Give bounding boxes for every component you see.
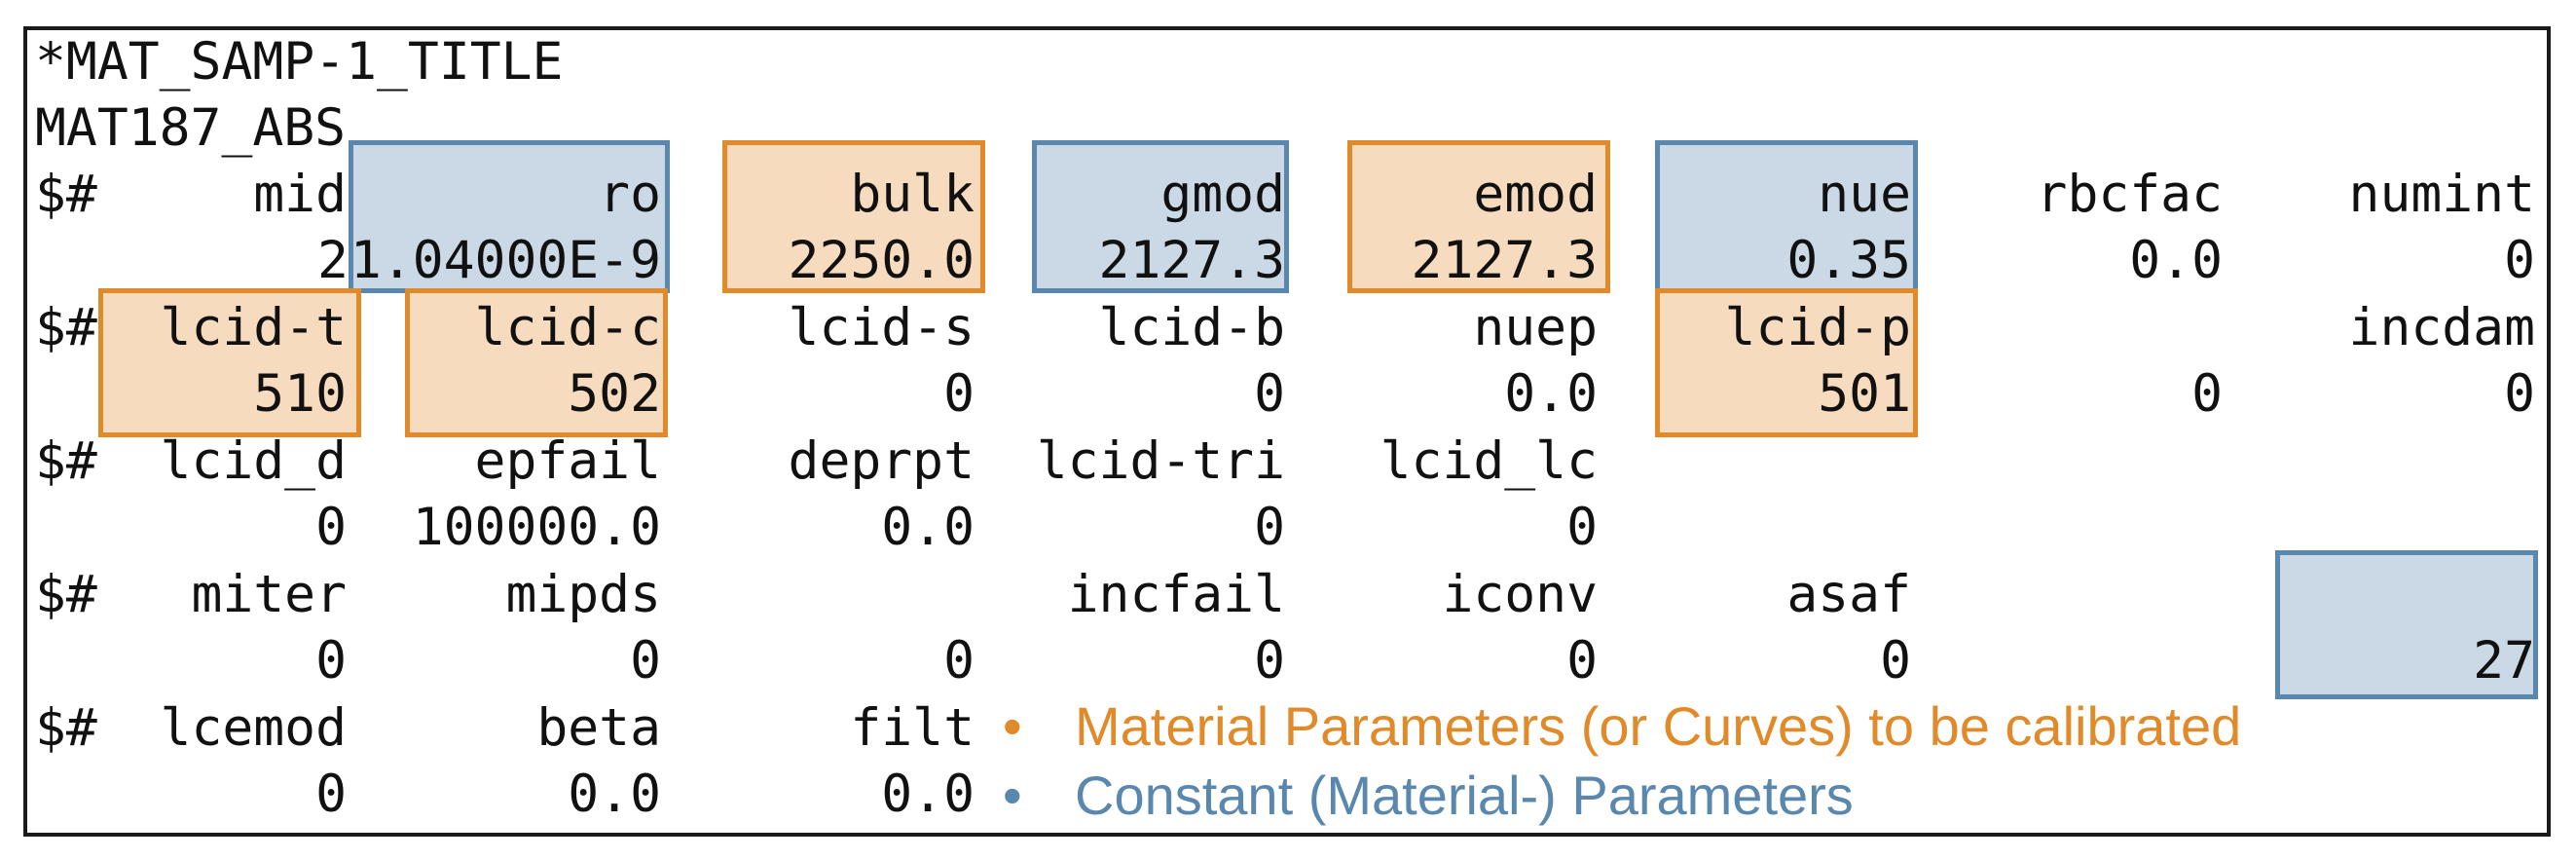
label-miter: miter [191, 565, 347, 624]
label-mid: mid [253, 165, 347, 224]
value-numint: 0 [2504, 231, 2535, 290]
value-miter: 0 [315, 631, 347, 691]
label-iconv: iconv [1442, 565, 1598, 624]
label-deprpt: deprpt [788, 431, 975, 491]
highlight-bulk [722, 140, 985, 293]
value-beta: 0.0 [568, 765, 661, 824]
label-incdam: incdam [2348, 298, 2535, 357]
value-lcid-c: 502 [568, 364, 661, 424]
value-lcid-lc: 0 [1566, 498, 1598, 557]
highlight-lcid-t [98, 288, 361, 437]
value-filt: 0.0 [881, 765, 975, 824]
comment-marker: $# [35, 431, 97, 491]
label-epfail: epfail [474, 431, 661, 491]
label-mipds: mipds [505, 565, 661, 624]
value-incfail: 0 [1254, 631, 1285, 691]
label-gmod: gmod [1160, 165, 1285, 224]
label-numint: numint [2348, 165, 2535, 224]
legend-constant-text: Constant (Material-) Parameters [1075, 765, 1854, 826]
value-asaf: 0 [1880, 631, 1911, 691]
label-lcid-s: lcid-s [788, 298, 975, 357]
value-lcid-b: 0 [1254, 364, 1285, 424]
value-epfail: 100000.0 [412, 498, 661, 557]
value-col3: 0 [943, 631, 975, 691]
value-deprpt: 0.0 [881, 498, 975, 557]
label-nuep: nuep [1473, 298, 1598, 357]
label-filt: filt [850, 698, 975, 758]
label-lcid-lc: lcid_lc [1380, 431, 1598, 491]
highlight-nue [1655, 140, 1918, 293]
label-lcid-t: lcid-t [160, 298, 347, 357]
value-lcid-p: 501 [1818, 364, 1911, 424]
value-lcid-tri: 0 [1254, 498, 1285, 557]
keyword-card-frame [23, 26, 2551, 837]
value-lcid-t: 510 [253, 364, 347, 424]
label-emod: emod [1473, 165, 1598, 224]
highlight-emod [1347, 140, 1610, 293]
value-gmod: 2127.3 [1098, 231, 1285, 290]
highlight-lcid-p [1655, 288, 1918, 437]
label-ro: ro [599, 165, 661, 224]
label-lcid-c: lcid-c [474, 298, 661, 357]
value-ro: 1.04000E-9 [350, 231, 661, 290]
keyword-title: *MAT_SAMP-1_TITLE [35, 32, 564, 92]
value-emod: 2127.3 [1411, 231, 1598, 290]
comment-marker: $# [35, 165, 97, 224]
value-col7: 0 [2191, 364, 2223, 424]
value-lcid-d: 0 [315, 498, 347, 557]
comment-marker: $# [35, 698, 97, 758]
label-beta: beta [536, 698, 661, 758]
comment-marker: $# [35, 298, 97, 357]
highlight-lcid-c [405, 288, 668, 437]
value-bulk: 2250.0 [788, 231, 975, 290]
value-iconv: 0 [1566, 631, 1598, 691]
value-lcemod: 0 [315, 765, 347, 824]
label-nue: nue [1818, 165, 1911, 224]
label-lcemod: lcemod [160, 698, 347, 758]
label-incfail: incfail [1067, 565, 1285, 624]
legend-calibrated-text: Material Parameters (or Curves) to be ca… [1075, 695, 2242, 757]
label-lcid-d: lcid_d [160, 431, 347, 491]
label-lcid-p: lcid-p [1724, 298, 1911, 357]
value-mipds: 0 [630, 631, 661, 691]
value-lcid-s: 0 [943, 364, 975, 424]
label-bulk: bulk [850, 165, 975, 224]
label-asaf: asaf [1786, 565, 1911, 624]
value-incdam: 0 [2504, 364, 2535, 424]
legend-constant-bullet: • [1003, 765, 1022, 826]
value-mid: 2 [317, 231, 349, 290]
label-lcid-tri: lcid-tri [1036, 431, 1285, 491]
highlight-27 [2275, 550, 2538, 699]
highlight-gmod [1032, 140, 1289, 293]
legend-calibrated-bullet: • [1003, 695, 1022, 757]
value-col8: 27 [2473, 631, 2535, 691]
value-rbcfac: 0.0 [2129, 231, 2223, 290]
comment-marker: $# [35, 565, 97, 624]
value-nuep: 0.0 [1504, 364, 1598, 424]
label-lcid-b: lcid-b [1098, 298, 1285, 357]
material-name: MAT187_ABS [35, 98, 347, 158]
value-nue: 0.35 [1786, 231, 1911, 290]
label-rbcfac: rbcfac [2036, 165, 2223, 224]
